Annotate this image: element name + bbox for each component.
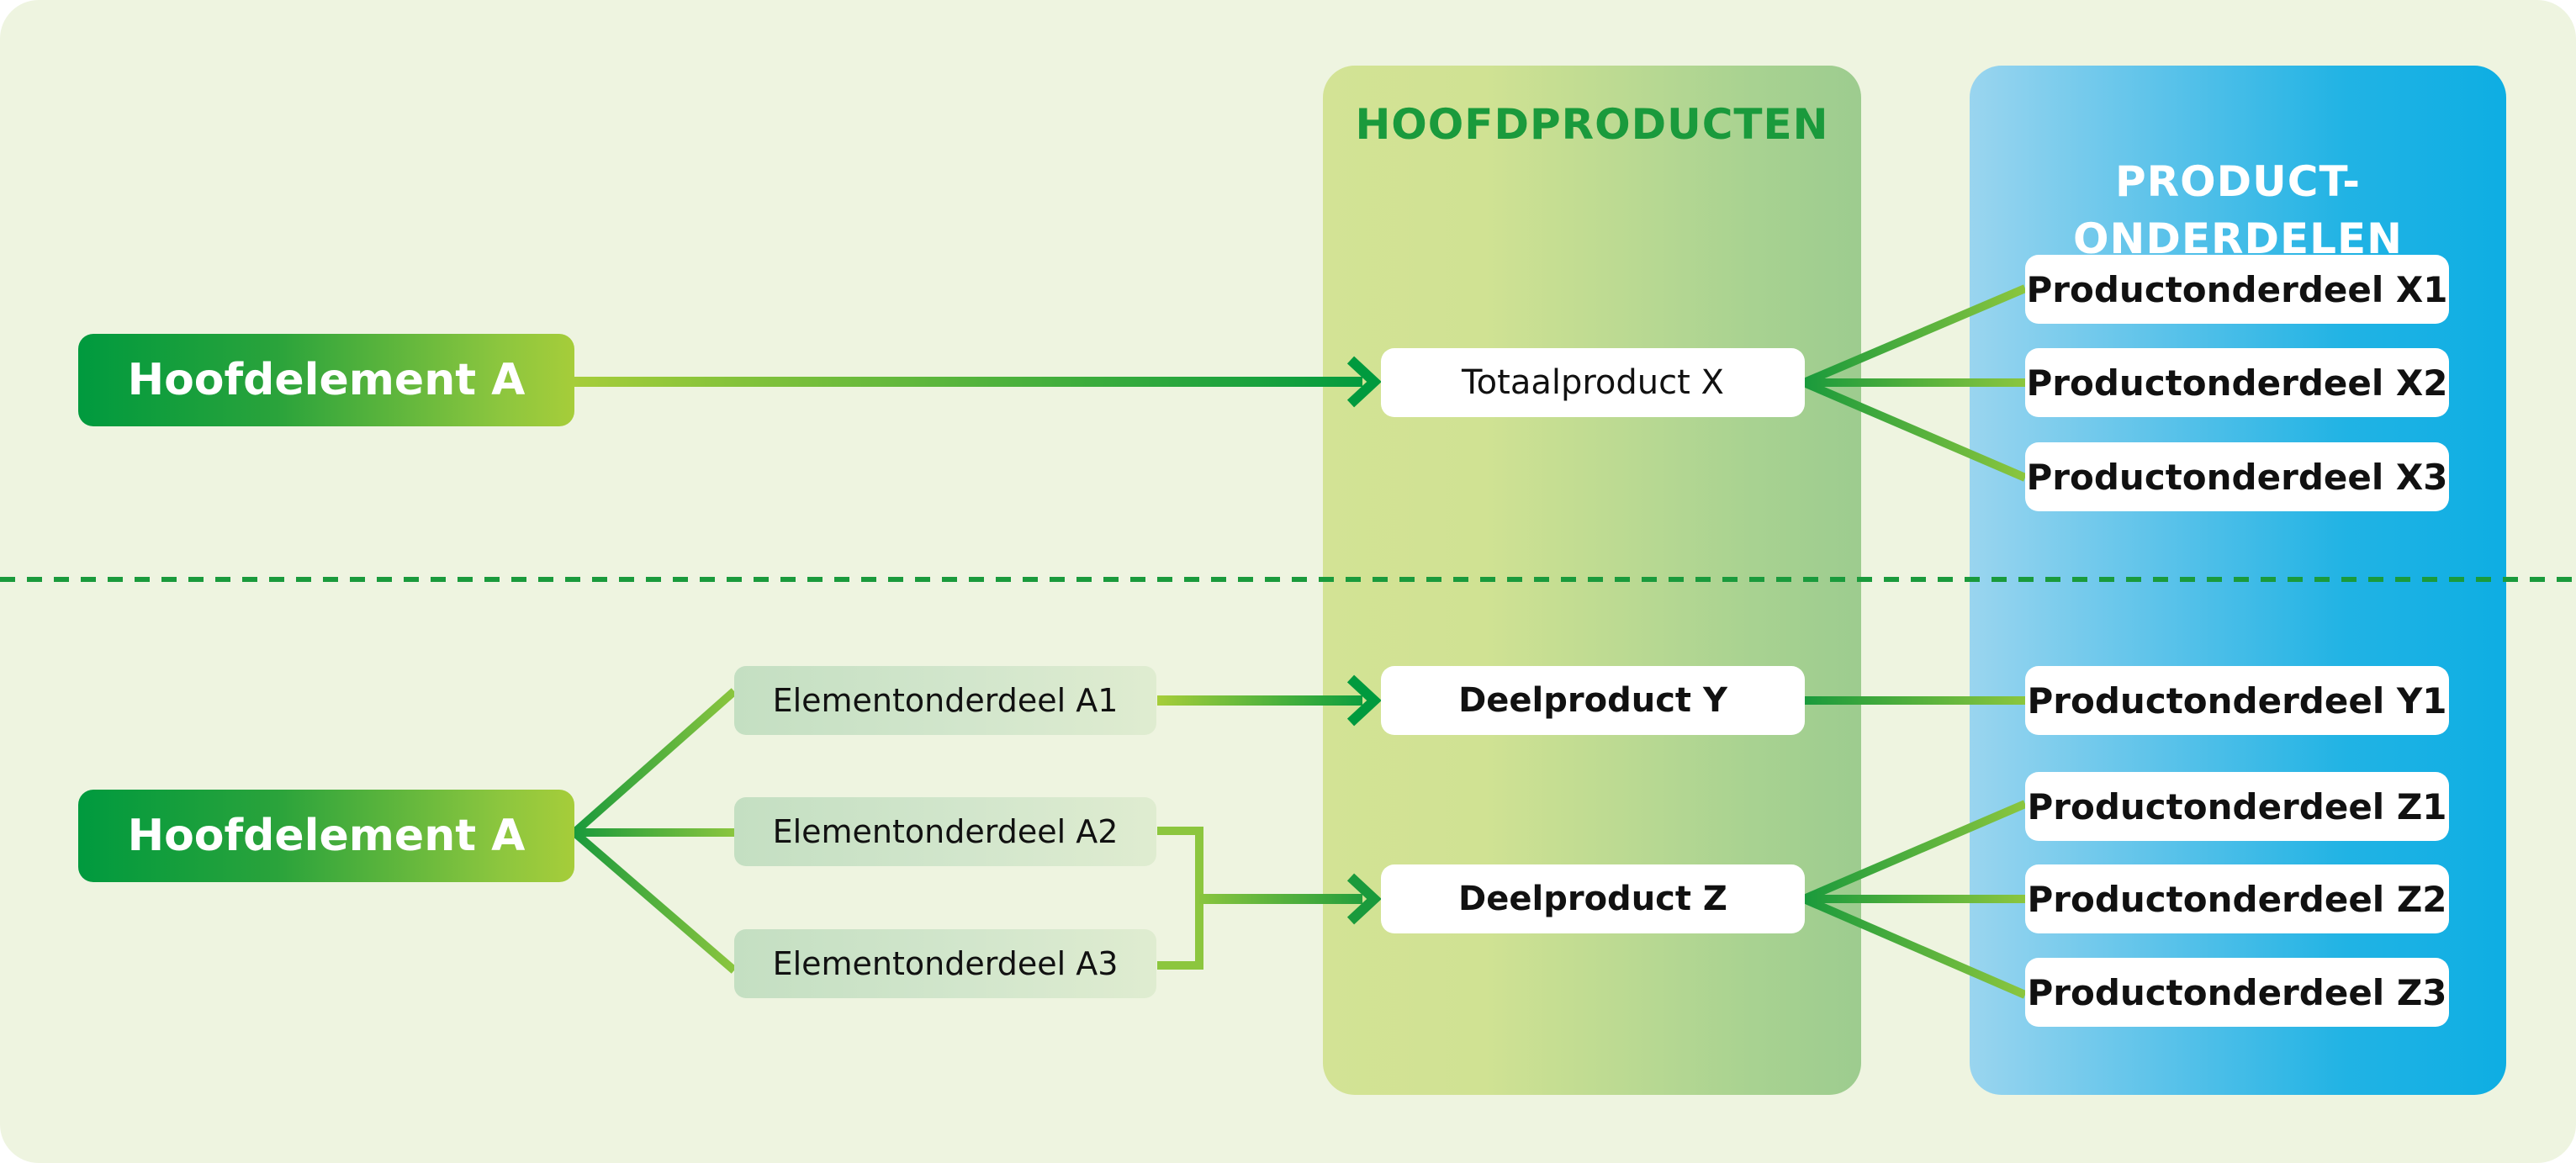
- productonderdeel-z2: Productonderdeel Z2: [2025, 864, 2449, 933]
- productonderdelen-title: PRODUCT- ONDERDELEN: [2072, 157, 2404, 263]
- hoofdelement-bottom: Hoofdelement A: [78, 790, 574, 882]
- deelproduct-z: Deelproduct Z: [1381, 864, 1805, 933]
- totaalproduct-x: Totaalproduct X: [1381, 348, 1805, 417]
- productonderdeel-z3: Productonderdeel Z3: [2025, 958, 2449, 1027]
- deelproduct-y: Deelproduct Y: [1381, 666, 1805, 735]
- productonderdeel-x3: Productonderdeel X3: [2025, 442, 2449, 511]
- elementonderdeel-a3: Elementonderdeel A3: [734, 929, 1156, 998]
- line-z-to-z3: [1802, 895, 2027, 999]
- line-a-to-a1: [571, 688, 738, 836]
- line-z-to-z1: [1802, 800, 2027, 903]
- elementonderdeel-a1: Elementonderdeel A1: [734, 666, 1156, 735]
- productonderdeel-x2: Productonderdeel X2: [2025, 348, 2449, 417]
- arrowhead-deelproduct-y: [1346, 674, 1382, 727]
- hoofdelement-top: Hoofdelement A: [78, 334, 574, 426]
- bracket-a2-a3: [1157, 827, 1203, 970]
- elementonderdeel-a2: Elementonderdeel A2: [734, 797, 1156, 866]
- line-x-to-x3: [1802, 378, 2027, 482]
- hoofdproducten-title: HOOFDPRODUCTEN: [1355, 100, 1829, 149]
- productonderdeel-x1: Productonderdeel X1: [2025, 255, 2449, 324]
- arrowhead-totaalproduct: [1346, 356, 1382, 408]
- line-a-to-a3: [571, 829, 738, 974]
- productonderdeel-z1: Productonderdeel Z1: [2025, 772, 2449, 841]
- productonderdeel-y1: Productonderdeel Y1: [2025, 666, 2449, 735]
- arrowhead-deelproduct-z: [1346, 873, 1382, 925]
- line-x-to-x1: [1802, 284, 2027, 387]
